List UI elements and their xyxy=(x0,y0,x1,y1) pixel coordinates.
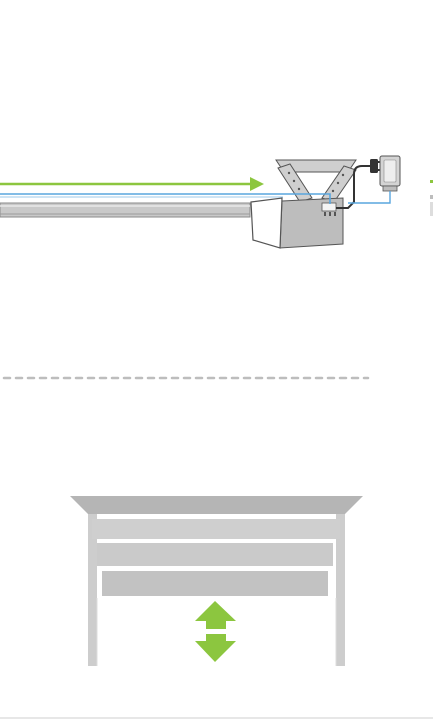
arrow-up-icon xyxy=(195,601,236,629)
top-panel xyxy=(0,156,433,248)
up-down-arrows xyxy=(195,601,236,662)
bottom-panel xyxy=(70,496,363,666)
opener-rail xyxy=(0,203,250,217)
signal-wire xyxy=(0,194,283,197)
door-panel-3 xyxy=(102,571,328,596)
opener-motor xyxy=(251,160,356,248)
signal-arrow xyxy=(0,177,264,191)
door-panel-2 xyxy=(97,543,333,566)
wall-outlet xyxy=(380,156,400,191)
door-panel-1 xyxy=(92,519,340,539)
arrow-down-icon xyxy=(195,634,236,662)
